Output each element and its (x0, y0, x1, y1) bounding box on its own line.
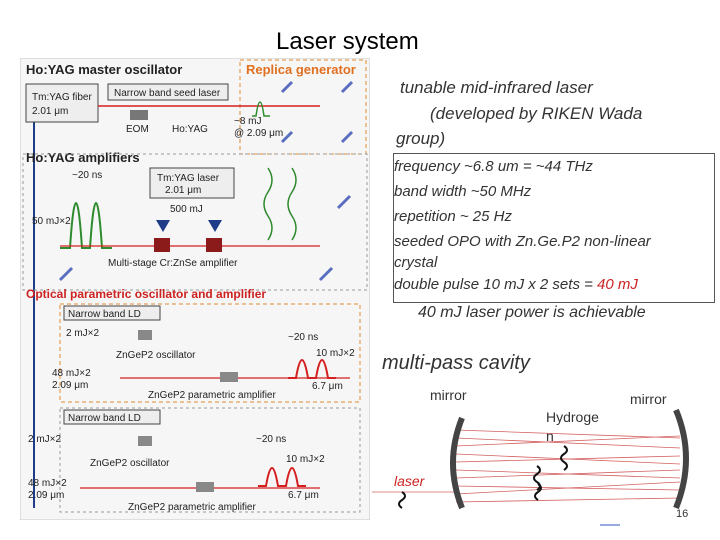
mirror-right (673, 408, 689, 510)
osc-label-2: ZnGeP2 oscillator (90, 458, 170, 469)
seed-laser-box (107, 83, 229, 101)
spec-bandwidth: band width ~50 MHz (394, 183, 532, 200)
crznse-crystal-2 (206, 238, 222, 252)
multipass-cavity-diagram: mirror mirror Hydroge n laser (372, 378, 714, 528)
hydrogen-label-1: Hydroge (546, 409, 599, 425)
mirror-right-label: mirror (630, 391, 667, 407)
hydrogen-label-2: n (546, 428, 554, 444)
eom-label: EOM (126, 124, 149, 135)
tm-fiber-wl: 2.01 μm (32, 106, 68, 117)
pa-crystal-1 (220, 372, 238, 382)
osc-crystal-2 (138, 436, 152, 446)
pulse-master (252, 101, 270, 117)
pulse-pair-2 (258, 467, 306, 487)
mirror-replica-4 (340, 130, 354, 144)
desc-line-1: tunable mid-infrared laser (400, 78, 593, 97)
mirror-amp-2 (58, 266, 74, 282)
spec-repetition: repetition ~ 25 Hz (394, 208, 512, 225)
section-replica-title: Replica generator (246, 62, 356, 77)
pa-label-1: ZnGeP2 parametric amplifier (148, 390, 276, 401)
tm-fiber-box (25, 83, 99, 123)
pulse-20ns: ~20 ns (72, 170, 102, 181)
mirror-left-label: mirror (430, 387, 467, 403)
energy-8mj: ~8 mJ (234, 116, 262, 127)
spec-opo-2: crystal (394, 254, 438, 271)
specs-box: frequency ~6.8 um = ~44 THz band width ~… (393, 153, 715, 303)
pump-arrow-2 (208, 220, 222, 232)
laser-pulse-icon (398, 491, 406, 509)
spec-opo-1: seeded OPO with Zn.Ge.P2 non-linear (394, 233, 651, 250)
desc-line-3: group) (396, 129, 446, 148)
energy-48mj-1: 48 mJ×2 (52, 368, 91, 379)
pump-arrow-1 (156, 220, 170, 232)
pulse-pair-amp (60, 202, 112, 249)
opo-box-1 (59, 303, 361, 403)
spec-frequency: frequency ~6.8 um = ~44 THz (394, 158, 593, 175)
hydrogen-molecule-3 (534, 483, 542, 501)
pa-label-2: ZnGeP2 parametric amplifier (128, 502, 256, 513)
nb-ld-box-1 (63, 305, 161, 321)
tm-yag-wl: 2.01 μm (165, 185, 201, 196)
tm-yag-label: Tm:YAG laser (157, 173, 220, 184)
wl-209: @ 2.09 μm (234, 128, 283, 139)
spec-pulse-highlight: 40 mJ (597, 276, 638, 293)
mirror-replica-3 (280, 130, 294, 144)
pulse-wave-2 (287, 167, 297, 241)
mirror-replica-2 (340, 80, 354, 94)
mirror-left (450, 416, 465, 510)
spec-pulse-text: double pulse 10 mJ x 2 sets = (394, 276, 598, 293)
pulse-20ns-2: ~20 ns (256, 434, 286, 445)
nb-ld-box-2 (63, 409, 161, 425)
energy-10mj-1: 10 mJ×2 (316, 348, 355, 359)
replica-box (239, 59, 367, 155)
tm-fiber-label: Tm:YAG fiber (32, 92, 92, 103)
cavity-beams (372, 429, 681, 503)
wl-209-1: 2.09 μm (52, 380, 88, 391)
section-master-title: Ho:YAG master oscillator (26, 62, 182, 77)
mirror-amp-1 (336, 194, 352, 210)
pulse-20ns-1: ~20 ns (288, 332, 318, 343)
energy-2mj-2: 2 mJ×2 (28, 434, 62, 445)
tm-yag-laser-box (149, 167, 235, 199)
energy-500mj: 500 mJ (170, 204, 203, 215)
eom-element (130, 110, 148, 120)
energy-50mj: 50 mJ×2 (32, 216, 71, 227)
pulse-pair-1 (288, 359, 336, 379)
osc-label-1: ZnGeP2 oscillator (116, 350, 196, 361)
slide-title: Laser system (276, 28, 419, 55)
seed-laser-label: Narrow band seed laser (114, 88, 221, 99)
wl-209-2: 2.09 μm (28, 490, 64, 501)
hydrogen-molecule-1 (560, 445, 568, 471)
pa-crystal-2 (196, 482, 214, 492)
section-opo-title: Optical parametric oscillator and amplif… (26, 287, 266, 301)
energy-10mj-2: 10 mJ×2 (286, 454, 325, 465)
achievement-text: 40 mJ laser power is achievable (418, 304, 646, 321)
wl-67-2: 6.7 μm (288, 490, 319, 501)
desc-line-2: (developed by RIKEN Wada (430, 104, 643, 123)
page-number: 16 (676, 508, 689, 520)
wl-67-1: 6.7 μm (312, 381, 343, 392)
nb-ld-label-1: Narrow band LD (68, 309, 141, 320)
nb-ld-label-2: Narrow band LD (68, 413, 141, 424)
section-amp-title: Ho:YAG amplifiers (26, 150, 140, 165)
ho-yag-label: Ho:YAG (172, 124, 208, 135)
energy-48mj-2: 48 mJ×2 (28, 478, 67, 489)
crznse-crystal-1 (154, 238, 170, 252)
opo-box-2 (59, 407, 361, 513)
mirror-replica-1 (280, 80, 294, 94)
cavity-title: multi-pass cavity (382, 352, 530, 374)
spec-pulse: double pulse 10 mJ x 2 sets = 40 mJ (394, 272, 714, 297)
laser-system-diagram: Ho:YAG master oscillator Replica generat… (20, 58, 370, 520)
energy-2mj-1: 2 mJ×2 (66, 328, 100, 339)
osc-crystal-1 (138, 330, 152, 340)
laser-label: laser (394, 473, 426, 489)
crznse-label: Multi-stage Cr:ZnSe amplifier (108, 258, 238, 269)
mirror-amp-3 (318, 266, 334, 282)
pulse-wave-1 (263, 167, 273, 241)
